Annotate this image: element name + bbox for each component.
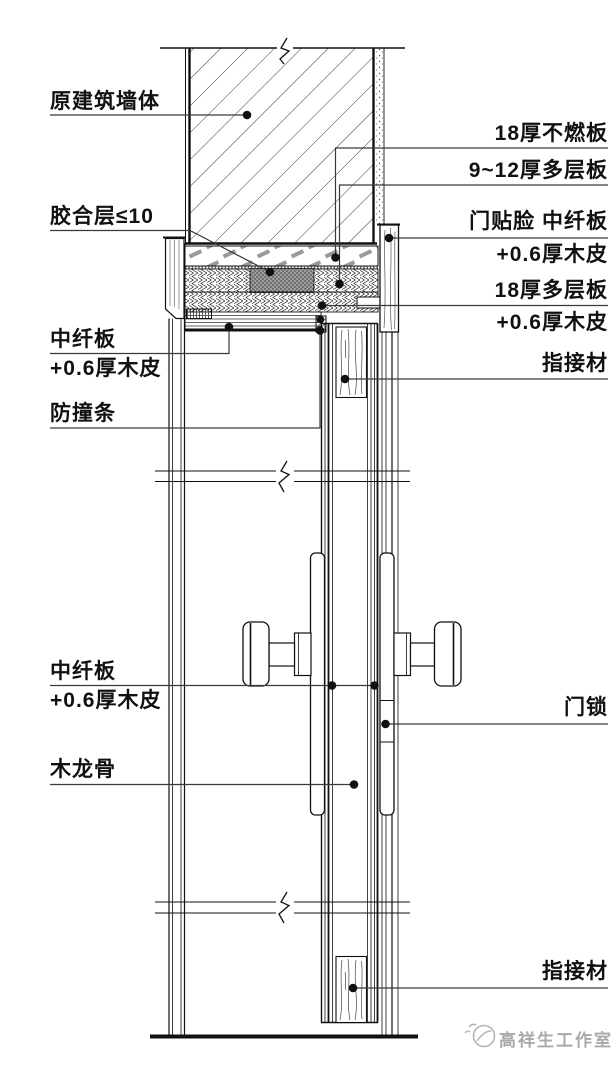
label-fireproof-board: 18厚不燃板: [494, 122, 608, 145]
door-stop-rabbet: [356, 296, 381, 309]
label-mdf-mid-2: +0.6厚木皮: [50, 689, 162, 712]
fireproof-board-layer: [184, 245, 379, 267]
wall-hatch-fill: [190, 48, 374, 243]
escutcheon-plate-left: [309, 552, 326, 816]
door-leaf-section: [320, 322, 379, 1024]
door-head-assembly: [184, 243, 381, 333]
label-mdf-top-2: +0.6厚木皮: [50, 357, 162, 380]
label-plywood-18: 18厚多层板: [494, 279, 608, 302]
glue-layer: [249, 268, 315, 293]
seal-strip-left: [186, 308, 212, 319]
leader-dots: [224, 110, 394, 993]
break-lines-middle: [155, 460, 410, 493]
break-lines-bottom: [155, 891, 410, 924]
label-door-lock: 门锁: [564, 696, 608, 719]
break-symbol-middle: [278, 460, 291, 493]
label-wood-keel: 木龙骨: [50, 758, 116, 781]
wall-render-band: [375, 48, 384, 225]
label-mdf-top-1: 中纤板: [50, 328, 116, 351]
door-knob-left: [242, 621, 312, 687]
label-mdf-mid-1: 中纤板: [50, 660, 116, 683]
door-knob-right: [393, 621, 462, 687]
finger-joint-rail-top: [335, 326, 368, 399]
leader-lines: [50, 114, 608, 989]
label-plywood-veneer: +0.6厚木皮: [496, 311, 608, 334]
label-original-wall: 原建筑墙体: [50, 90, 160, 113]
label-finger-joint-top: 指接材: [542, 352, 608, 375]
label-door-trim-mdf: 门贴脸 中纤板: [469, 210, 608, 233]
label-finger-joint-bottom: 指接材: [542, 960, 608, 983]
original-wall-section: [185, 48, 385, 245]
door-lock-assembly: [242, 552, 462, 816]
wall-finish-lines-left: [168, 318, 186, 1036]
break-symbol-bottom: [278, 891, 291, 924]
plywood-layer-2: [184, 291, 379, 313]
studio-logo-icon: [464, 1023, 496, 1048]
label-glue-layer: 胶合层≤10: [50, 205, 154, 228]
break-symbol-top: [279, 37, 291, 65]
studio-watermark: 高祥生工作室: [499, 1031, 613, 1050]
label-plywood-9-12: 9~12厚多层板: [468, 159, 608, 182]
top-cut-line: [160, 37, 405, 65]
label-door-trim-veneer: +0.6厚木皮: [496, 243, 608, 266]
label-bumper-strip: 防撞条: [50, 402, 116, 425]
lock-faceplate-right: [379, 552, 395, 816]
left-architrave-trim: [163, 236, 186, 320]
